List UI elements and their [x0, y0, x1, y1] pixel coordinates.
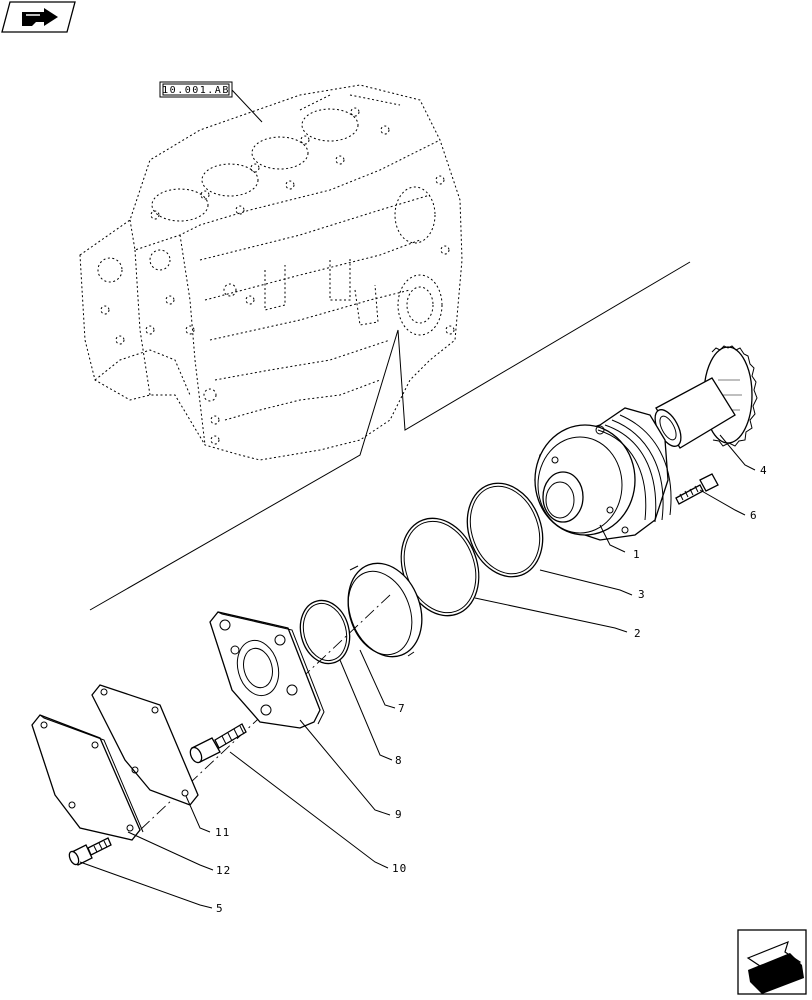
section-boundary — [89, 261, 691, 611]
screw-10[interactable] — [188, 723, 247, 764]
next-page-arrow-icon[interactable] — [737, 929, 807, 995]
callout-1: 1 — [633, 548, 641, 561]
book-navigation-icon[interactable] — [1, 1, 76, 33]
o-ring-3[interactable] — [455, 473, 555, 588]
adapter-plate-9[interactable] — [209, 611, 325, 729]
callout-4: 4 — [760, 464, 768, 477]
callout-10: 10 — [392, 862, 407, 875]
cover-plate-12[interactable] — [31, 714, 144, 841]
flange-bolt-5[interactable] — [67, 837, 112, 866]
reference-label: 10.001.AB — [162, 85, 230, 96]
gasket-11[interactable] — [91, 684, 199, 806]
gear-shaft[interactable] — [650, 345, 758, 450]
sleeve-7[interactable] — [336, 553, 435, 667]
callout-7: 7 — [398, 702, 406, 715]
callout-9: 9 — [395, 808, 403, 821]
o-ring-8[interactable] — [294, 595, 357, 669]
leader-lines — [79, 434, 756, 909]
oil-pump-housing[interactable] — [534, 407, 672, 541]
callout-8: 8 — [395, 754, 403, 767]
callout-5: 5 — [216, 902, 224, 915]
callout-12: 12 — [216, 864, 231, 877]
bolt-6[interactable] — [675, 473, 719, 505]
callout-labels: 1 2 3 4 5 6 7 8 9 10 11 12 — [215, 464, 768, 915]
callout-2: 2 — [634, 627, 642, 640]
callout-11: 11 — [215, 826, 230, 839]
callout-3: 3 — [638, 588, 646, 601]
callout-6: 6 — [750, 509, 758, 522]
engine-block-outline — [79, 84, 463, 461]
reference-label-box[interactable]: 10.001.AB — [159, 81, 263, 123]
